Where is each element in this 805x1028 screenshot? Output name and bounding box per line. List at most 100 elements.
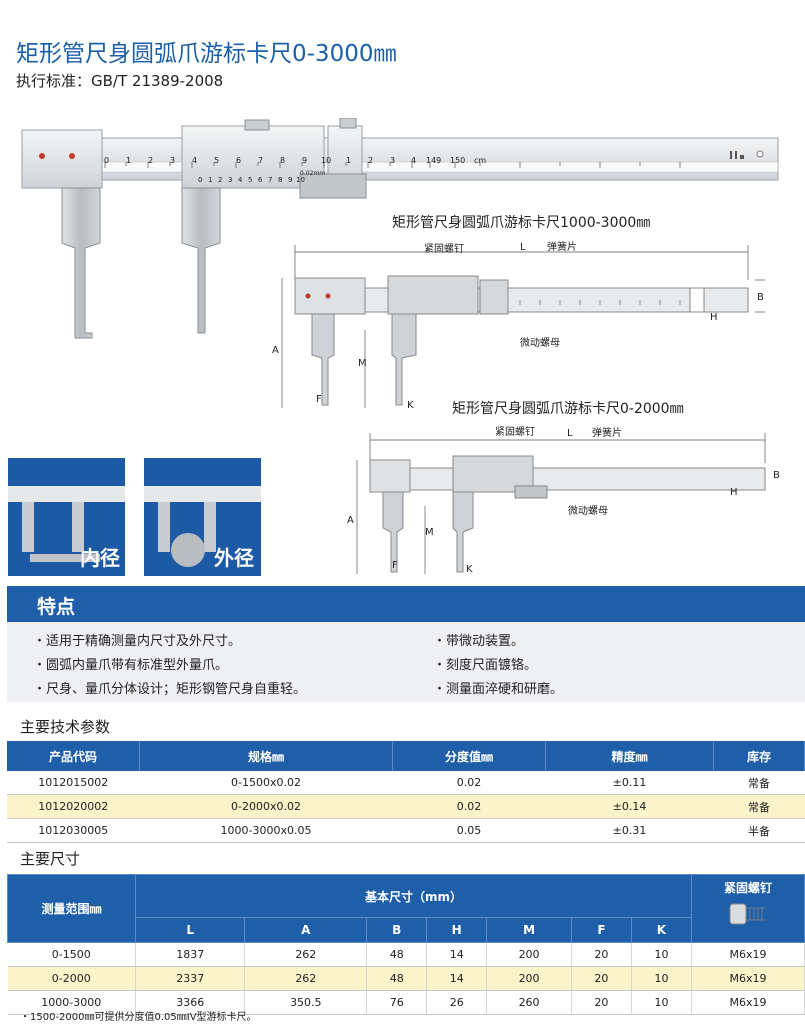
main-scale-label-2: 2 xyxy=(148,156,154,165)
spec-cell: ±0.11 xyxy=(545,771,714,795)
main-scale-label-1: 1 xyxy=(126,156,132,165)
diagram1-drawing xyxy=(281,245,765,408)
vernier-label-2: 2 xyxy=(218,176,223,184)
feature-right-3: ・测量面淬硬和研磨。 xyxy=(433,682,564,697)
main-scale-label-9: 9 xyxy=(302,156,308,165)
caliper-main-illustration xyxy=(21,118,779,339)
diagram2-spring-label: 弹簧片 xyxy=(592,428,622,439)
diagram1-screw-label: 紧固螺钉 xyxy=(424,244,464,255)
main-scale-label-4: 4 xyxy=(192,156,198,165)
dim-cell: 1000-3000 xyxy=(7,990,136,1015)
spec-table-heading: 主要技术参数 xyxy=(20,718,111,736)
main-scale-label-8: 8 xyxy=(280,156,286,165)
inner-diameter-label: 内径 xyxy=(80,546,120,570)
features-box: ・适用于精确测量内尺寸及外尺寸。 ・圆弧内量爪带有标准型外量爪。 ・尺身、量爪分… xyxy=(7,622,805,702)
diagram2-screw-label: 紧固螺钉 xyxy=(495,427,535,438)
feature-left-1: ・适用于精确测量内尺寸及外尺寸。 xyxy=(33,634,242,649)
diagram1-L-label: L xyxy=(520,242,526,253)
main-scale-label-13: 3 xyxy=(390,156,396,165)
main-scale-label-7: 7 xyxy=(258,156,264,165)
table-row: 1012030005 1000-3000x0.05 0.05 ±0.31 半备 xyxy=(7,818,805,843)
main-scale-label-15: 149 xyxy=(426,156,442,165)
dim-cell: 262 xyxy=(244,966,368,991)
dim-cell: M6x19 xyxy=(691,942,805,967)
spec-col-stock: 库存 xyxy=(713,741,805,771)
main-scale-label-14: 4 xyxy=(411,156,417,165)
dim-col-screw-label: 紧固螺钉 xyxy=(723,881,772,895)
spec-col-division: 分度值㎜ xyxy=(392,741,546,771)
spec-cell: 0-2000x0.02 xyxy=(139,794,393,819)
diagram1-spring-label: 弹簧片 xyxy=(547,242,577,253)
diagram2-caption: 矩形管尺身圆弧爪游标卡尺0-2000㎜ xyxy=(452,401,684,417)
diagram2-nut-label: 微动螺母 xyxy=(568,506,608,517)
dim-col-screw: 紧固螺钉 xyxy=(691,874,805,943)
dim-cell: 48 xyxy=(366,942,428,967)
dim-cell: 3366 xyxy=(135,990,246,1015)
vernier-label-8: 8 xyxy=(278,176,283,184)
main-scale-label-0: 0 xyxy=(104,156,110,165)
feature-left-3: ・尺身、量爪分体设计；矩形钢管尺身自重轻。 xyxy=(33,682,307,697)
diagram2-L-label: L xyxy=(567,428,573,439)
vernier-label-6: 6 xyxy=(258,176,263,184)
dim-col-M: M xyxy=(486,917,572,943)
dim-col-H: H xyxy=(426,917,488,943)
diagram2-K-label: K xyxy=(466,564,473,575)
diagram1-H-label: H xyxy=(710,312,718,323)
vernier-label-4: 4 xyxy=(238,176,243,184)
outer-diameter-label: 外径 xyxy=(214,546,254,570)
vernier-label-1: 1 xyxy=(208,176,213,184)
dim-cell: 10 xyxy=(631,942,693,967)
dim-cell: 48 xyxy=(366,966,428,991)
dim-cell: 20 xyxy=(571,966,632,991)
diagram2-drawing xyxy=(356,433,766,574)
vernier-label-10: 10 xyxy=(296,176,305,184)
diagram1-B-label: B xyxy=(757,292,764,303)
features-heading: 特点 xyxy=(37,596,76,618)
dim-cell: 0-1500 xyxy=(7,942,136,967)
outer-diameter-thumbnail: 外径 xyxy=(144,458,261,576)
dim-cell: 1837 xyxy=(135,942,246,967)
diagram1-M-label: M xyxy=(358,358,367,369)
dim-cell: 260 xyxy=(486,990,572,1015)
dim-cell: 200 xyxy=(486,966,572,991)
outer-caliper-icon xyxy=(144,486,261,567)
spec-cell: 0.05 xyxy=(392,818,546,843)
diagram1-caption: 矩形管尺身圆弧爪游标卡尺1000-3000㎜ xyxy=(392,215,651,231)
diagram2-A-label: A xyxy=(347,515,354,526)
table-row: 1012020002 0-2000x0.02 0.02 ±0.14 常备 xyxy=(7,794,805,819)
main-scale-label-16: 150 xyxy=(450,156,466,165)
spec-col-code: 产品代码 xyxy=(7,741,140,771)
feature-right-1: ・带微动装置。 xyxy=(433,634,525,649)
dim-col-B: B xyxy=(366,917,428,943)
spec-cell: ±0.31 xyxy=(545,818,714,843)
main-scale-label-6: 6 xyxy=(236,156,242,165)
spec-cell: 1012030005 xyxy=(7,818,140,843)
main-scale-label-5: 5 xyxy=(214,156,220,165)
dim-table: 测量范围㎜ 基本尺寸（mm） 紧固螺钉 L A B H M F K 0-1500… xyxy=(7,874,805,1015)
spec-table: 产品代码 规格㎜ 分度值㎜ 精度㎜ 库存 1012015002 0-1500x0… xyxy=(7,741,805,843)
spec-cell: 0-1500x0.02 xyxy=(139,771,393,795)
spec-col-accuracy: 精度㎜ xyxy=(545,741,714,771)
dim-cell: 14 xyxy=(426,942,488,967)
main-scale-label-12: 2 xyxy=(368,156,374,165)
dim-cell: 10 xyxy=(631,990,693,1015)
spec-cell: ±0.14 xyxy=(545,794,714,819)
dim-col-basic: 基本尺寸（mm） xyxy=(135,874,692,918)
main-scale-label-10: 10 xyxy=(321,156,332,165)
footnote: ・1500-2000㎜可提供分度值0.05㎜IV型游标卡尺。 xyxy=(20,1012,257,1023)
table-row: 1012015002 0-1500x0.02 0.02 ±0.11 常备 xyxy=(7,771,805,795)
vernier-label-5: 5 xyxy=(248,176,253,184)
dim-cell: 76 xyxy=(366,990,428,1015)
spec-cell: 常备 xyxy=(713,771,805,795)
diagram2-H-label: H xyxy=(730,487,738,498)
inner-caliper-icon xyxy=(8,486,125,562)
spec-cell: 0.02 xyxy=(392,771,546,795)
spec-col-size: 规格㎜ xyxy=(139,741,393,771)
dim-cell: 0-2000 xyxy=(7,966,136,991)
page-title: 矩形管尺身圆弧爪游标卡尺0-3000㎜ xyxy=(16,41,397,67)
diagram2-B-label: B xyxy=(773,470,780,481)
table-row: 0-2000 2337 262 48 14 200 20 10 M6x19 xyxy=(7,966,805,991)
vernier-label-3: 3 xyxy=(228,176,233,184)
diagram1-K-label: K xyxy=(407,400,414,411)
main-scale-label-17: cm xyxy=(474,156,487,165)
